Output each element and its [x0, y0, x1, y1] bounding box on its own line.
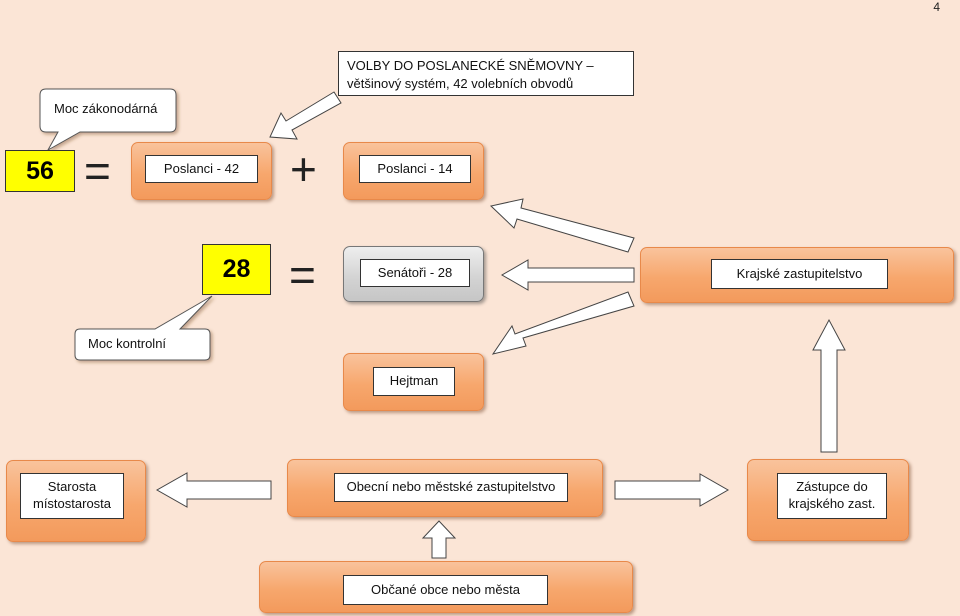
callout-control-bubble: [74, 295, 213, 361]
deputies-total-box: 56: [5, 150, 75, 192]
krajske-label: Krajské zastupitelstvo: [711, 259, 888, 289]
page-number: 4: [933, 0, 940, 14]
election-title-line2: většinový systém, 42 volebních obvodů: [347, 76, 574, 92]
equals-sign-row1: =: [84, 145, 111, 197]
obecni-label: Obecní nebo městské zastupitelstvo: [334, 473, 568, 502]
election-title-box: VOLBY DO POSLANECKÉ SNĚMOVNY – většinový…: [338, 51, 634, 96]
arrow-obecni-to-starosta: [155, 472, 272, 508]
obcane-label: Občané obce nebo města: [343, 575, 548, 605]
equals-sign-row2: =: [289, 249, 316, 301]
zastupce-label: Zástupce do krajského zast.: [777, 473, 887, 519]
arrow-obcane-to-obecni: [421, 520, 457, 559]
starosta-line2: místostarosta: [32, 496, 112, 511]
poslanci-14-label: Poslanci - 14: [359, 155, 471, 183]
hejtman-label: Hejtman: [373, 367, 455, 396]
plus-sign: +: [290, 143, 317, 195]
callout-legislative-text: Moc zákonodárná: [54, 101, 158, 116]
senatori-label: Senátoři - 28: [360, 259, 470, 287]
arrow-krajske-to-hejtman: [491, 291, 635, 355]
callout-legislative-bubble: [39, 88, 177, 152]
zastupce-line1: Zástupce do: [796, 479, 868, 495]
arrow-krajske-to-poslanci-14: [489, 198, 635, 253]
starosta-line1: Starosta: [47, 479, 97, 495]
callout-control-text: Moc kontrolní: [88, 336, 167, 351]
senators-total-box: 28: [202, 244, 271, 295]
zastupce-line2: krajského zast.: [788, 496, 876, 511]
poslanci-42-label: Poslanci - 42: [145, 155, 258, 183]
arrow-to-poslanci-42: [269, 91, 342, 140]
arrow-zastupce-to-krajske: [812, 318, 846, 453]
arrow-krajske-to-senatori: [500, 259, 635, 291]
arrow-obecni-to-zastupce: [614, 473, 730, 507]
election-title-line1: VOLBY DO POSLANECKÉ SNĚMOVNY –: [347, 58, 594, 73]
starosta-label: Starosta místostarosta: [20, 473, 124, 519]
